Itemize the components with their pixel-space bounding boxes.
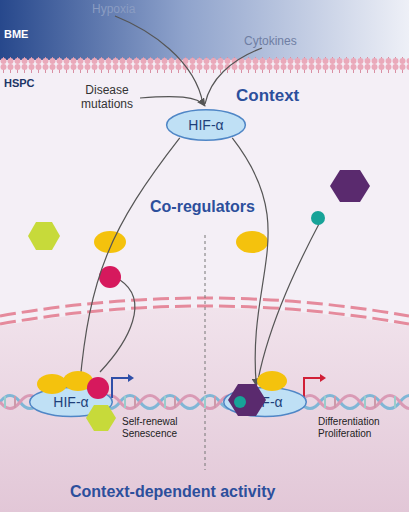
hexagon-coregulator — [330, 170, 370, 202]
text-label: Context — [236, 86, 299, 106]
text-label: BME — [4, 28, 28, 41]
text-label: Differentiation Proliferation — [318, 416, 396, 439]
transcription-arrow — [128, 374, 134, 382]
connector-arrow — [80, 138, 180, 386]
text-label: Cytokines — [244, 35, 297, 49]
oval-coregulator — [236, 231, 268, 253]
node-text: HIF-α — [247, 394, 282, 410]
connector-arrow — [232, 138, 268, 386]
bme-band — [0, 0, 409, 60]
divider — [205, 235, 206, 470]
text-label: Co-regulators — [150, 198, 255, 216]
transcription-arrow — [112, 378, 130, 398]
transcription-arrow — [304, 378, 322, 398]
hif-oval: HIF-α — [28, 386, 114, 418]
text-label: Disease mutations — [76, 84, 138, 112]
text-label: HSPC — [4, 77, 35, 90]
cell-membrane — [0, 57, 409, 73]
hif-oval: HIF-α — [165, 108, 247, 142]
transcription-arrow — [320, 374, 326, 382]
text-label: Self-renewal Senescence — [122, 416, 188, 439]
input-arrow — [140, 97, 205, 106]
circle-coregulator — [99, 266, 121, 288]
binding-line — [258, 222, 320, 380]
node-text: HIF-α — [188, 117, 223, 133]
text-label: Hypoxia — [92, 3, 135, 17]
oval-coregulator — [94, 231, 126, 253]
circle-coregulator — [311, 211, 325, 225]
text-label: Context-dependent activity — [70, 483, 275, 501]
hexagon-coregulator — [28, 222, 60, 250]
hif-oval: HIF-α — [222, 386, 308, 418]
node-text: HIF-α — [53, 394, 88, 410]
binding-line — [100, 280, 135, 372]
